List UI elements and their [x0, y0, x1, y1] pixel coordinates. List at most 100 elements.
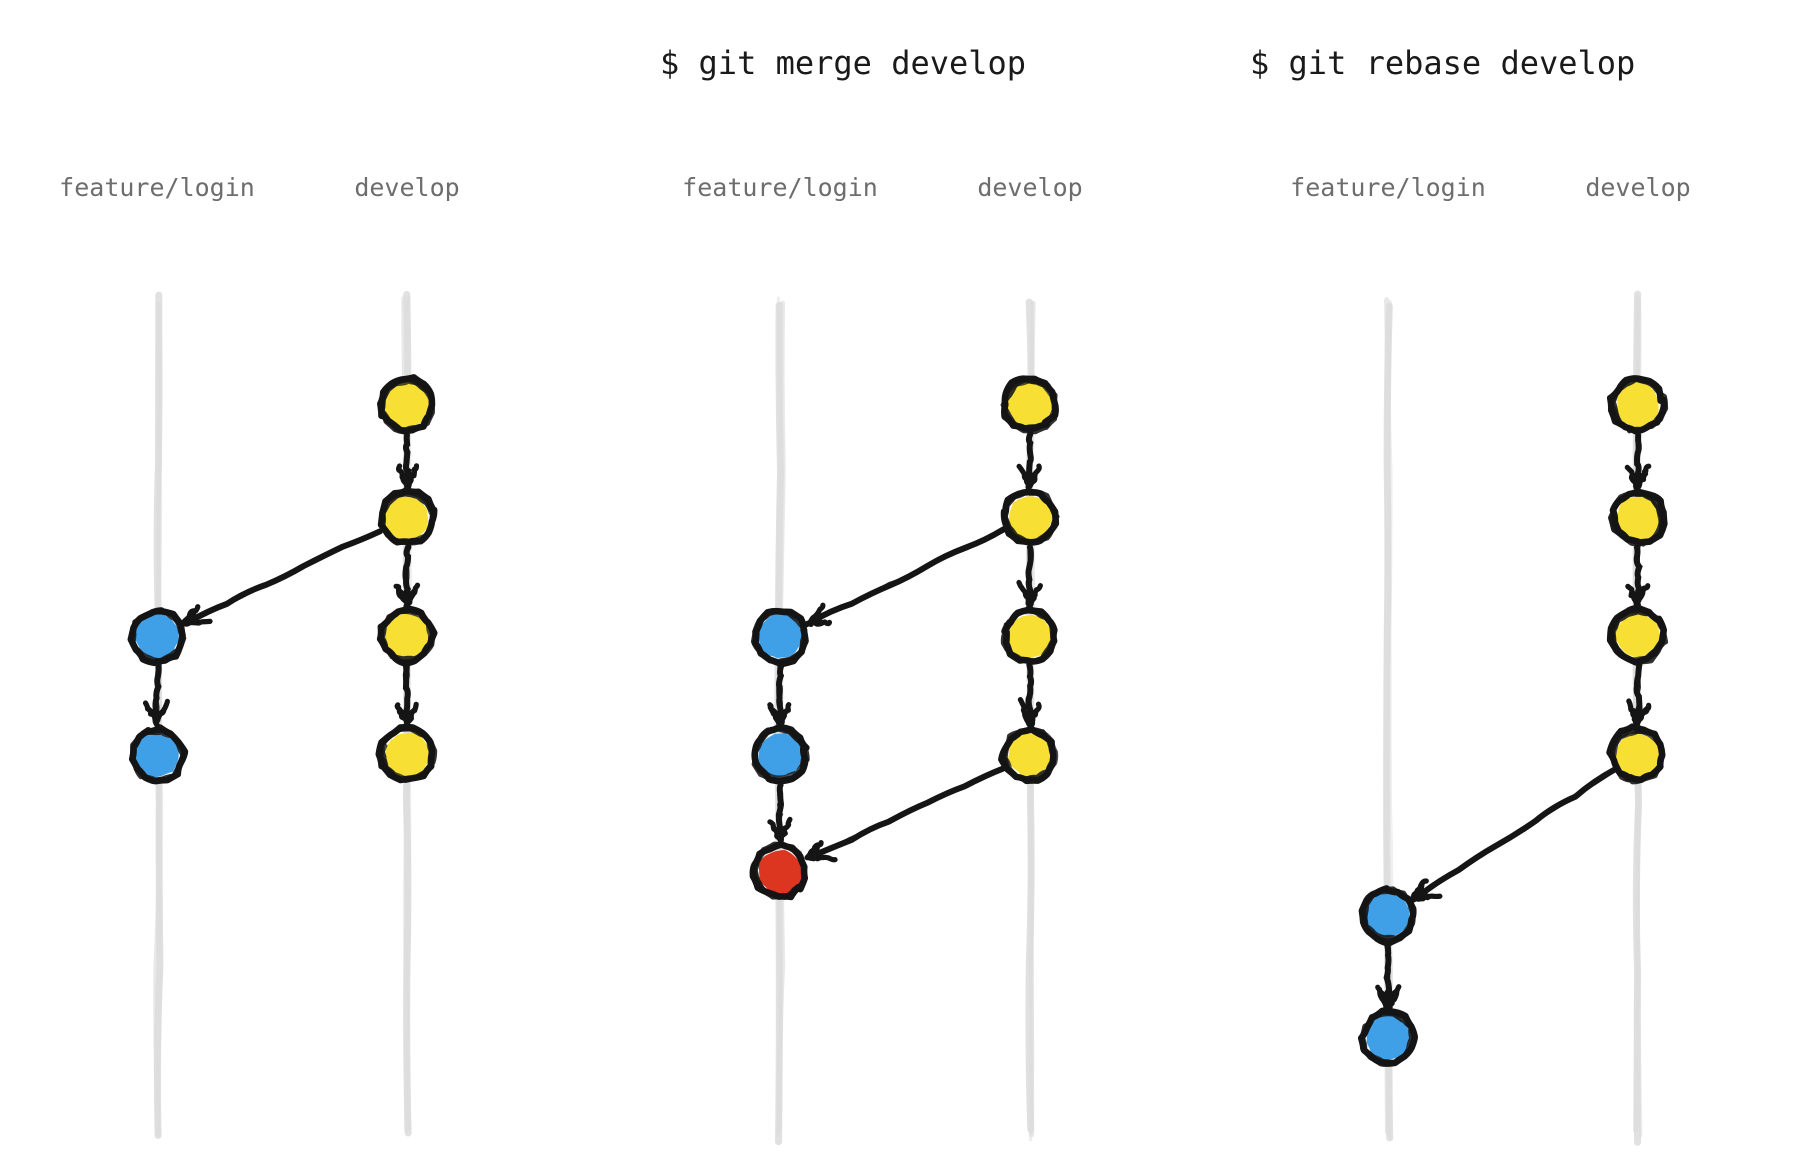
edge-stroke [403, 433, 410, 486]
edge-stroke [1634, 544, 1641, 603]
arrow-head [183, 607, 205, 625]
arrow-head [1021, 706, 1039, 726]
commit-node-develop-commit[interactable] [1606, 723, 1666, 785]
commit-edge-parent-link [394, 661, 419, 728]
commit-node-feature-commit[interactable] [127, 607, 187, 667]
edge-stroke [809, 766, 1006, 860]
arrow-head [1412, 881, 1434, 900]
commit-node-develop-commit[interactable] [1000, 488, 1060, 546]
commit-edge-parent-link [396, 431, 420, 491]
commit-node-develop-commit[interactable] [1000, 606, 1058, 665]
panel-title-rebase: $ git rebase develop [1250, 44, 1636, 82]
commit-fill [758, 732, 803, 778]
commit-node-feature-commit[interactable] [750, 607, 809, 668]
commit-edge-parent-link [767, 662, 792, 728]
arrow-barb [1387, 984, 1402, 1011]
commit-edge-parent-link [1625, 544, 1651, 609]
edge-stroke [809, 529, 1006, 622]
commit-outline [753, 844, 808, 898]
commit-fill [1006, 614, 1054, 659]
commit-outline [1361, 1011, 1417, 1065]
arrow-head [398, 706, 416, 726]
commit-node-develop-commit[interactable] [1607, 488, 1668, 547]
commit-fill [134, 613, 180, 660]
commit-outline [381, 380, 433, 432]
commit-node-feature-commit[interactable] [1358, 885, 1417, 947]
commit-edge-rebase-link [1409, 766, 1618, 903]
commit-fill [1617, 380, 1659, 430]
commit-node-develop-commit[interactable] [377, 374, 436, 435]
commit-node-develop-commit[interactable] [1606, 375, 1669, 435]
commit-node-develop-commit[interactable] [376, 605, 438, 667]
commit-fill [1616, 496, 1662, 541]
arrow-head [1629, 469, 1647, 489]
commit-outline [379, 376, 435, 435]
commit-outline [380, 490, 434, 545]
branch-label-develop: develop [354, 173, 460, 202]
edge-stroke [404, 545, 410, 603]
commit-edge-parent-link [142, 661, 171, 730]
commit-node-develop-commit[interactable] [375, 723, 438, 784]
commit-edge-parent-link [1375, 939, 1402, 1012]
commit-node-develop-commit[interactable] [1606, 604, 1669, 666]
panel-rebase [1357, 290, 1669, 1146]
commit-outline [1611, 609, 1666, 662]
edge-stroke [1027, 546, 1033, 601]
commit-edge-parent-link [1017, 661, 1042, 729]
arrow-head [1629, 706, 1647, 726]
arrow-head [1021, 587, 1039, 607]
commit-outline [131, 729, 185, 781]
commit-edge-branch-link [804, 526, 1007, 628]
commit-edge-parent-link [393, 544, 421, 609]
commit-node-develop-commit[interactable] [998, 725, 1059, 785]
edge-stroke [403, 663, 411, 720]
branch-label-develop: develop [1585, 173, 1691, 202]
commit-node-develop-commit[interactable] [377, 487, 438, 546]
commit-outline [1002, 727, 1059, 781]
branch-label-feature-login: feature/login [682, 173, 878, 202]
arrow-barb [1409, 878, 1429, 903]
commit-edge-parent-link [1626, 661, 1652, 728]
commit-fill [384, 381, 430, 429]
commit-node-develop-commit[interactable] [1000, 375, 1059, 435]
commit-node-feature-commit[interactable] [128, 724, 189, 785]
arrow-head [771, 706, 789, 726]
edge-stroke [776, 782, 784, 838]
commit-edge-parent-link [1624, 431, 1652, 492]
commit-edge-parent-link [767, 782, 793, 846]
commit-outline [379, 726, 433, 781]
commit-fill [384, 612, 431, 660]
commit-fill [1008, 496, 1054, 540]
edge-stroke [154, 664, 161, 722]
arrow-head [806, 607, 828, 625]
edge-stroke [1027, 664, 1034, 720]
commit-node-feature-commit[interactable] [751, 723, 810, 785]
branch-label-develop: develop [977, 173, 1083, 202]
edge-stroke [1635, 664, 1642, 722]
branch-label-feature-login: feature/login [59, 173, 255, 202]
commit-outline [1003, 609, 1057, 664]
commit-outline [130, 608, 186, 664]
commit-edge-parent-link [1016, 544, 1043, 611]
commit-outline [1608, 492, 1663, 547]
arrow-head [148, 706, 166, 726]
branch-label-feature-login: feature/login [1290, 173, 1486, 202]
commit-outline [1611, 729, 1665, 783]
commit-outline [1609, 377, 1666, 432]
commit-outline [378, 610, 433, 664]
commit-node-feature-commit[interactable] [1357, 1007, 1419, 1068]
arrow-head [1379, 988, 1397, 1008]
panel-merge [749, 296, 1060, 1146]
commit-node-merge-commit[interactable] [749, 840, 809, 901]
commit-fill [1006, 382, 1053, 429]
commit-fill [758, 849, 804, 896]
arrow-head [1629, 587, 1647, 607]
edge-stroke [1634, 431, 1641, 483]
edge-stroke [1026, 432, 1033, 484]
commit-edge-branch-link [180, 528, 384, 627]
commit-outline [1003, 379, 1057, 434]
commit-outline [1362, 888, 1414, 942]
edge-stroke [188, 528, 384, 623]
